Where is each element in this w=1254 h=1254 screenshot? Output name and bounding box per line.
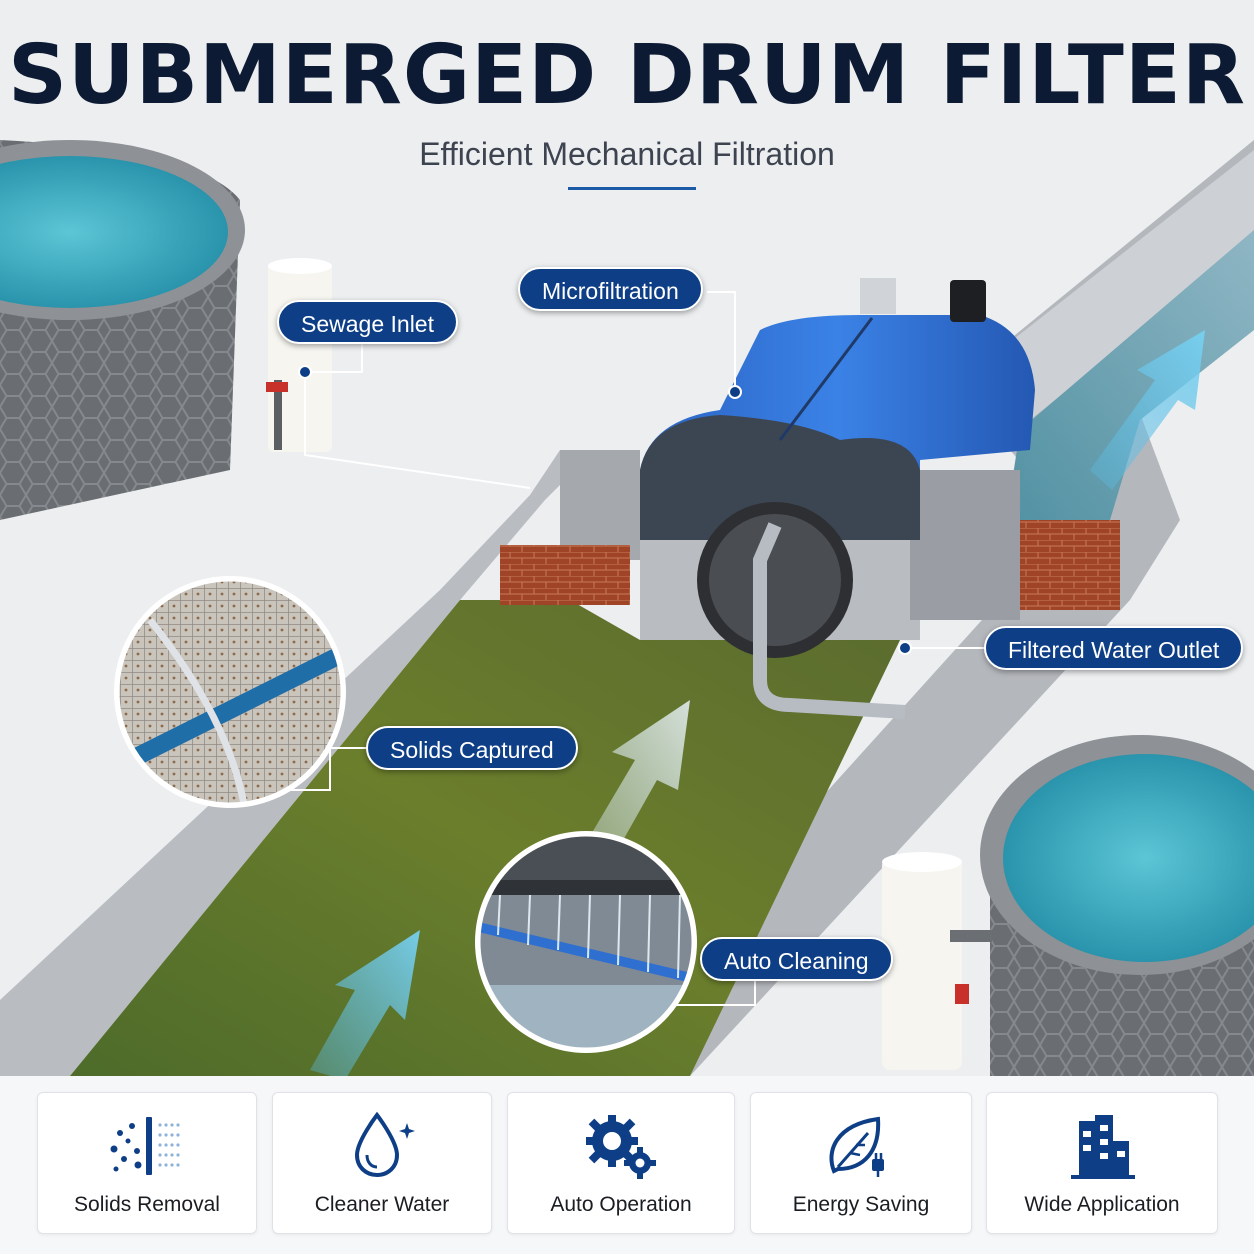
water-drop-sparkle-icon (354, 1111, 415, 1178)
sewage-inlet-pipe (266, 258, 332, 452)
callout-filtered-water-outlet: Filtered Water Outlet (984, 626, 1244, 670)
left-fish-tank (0, 140, 245, 520)
feature-card-solids-removal: Solids Removal (37, 1092, 257, 1234)
right-fish-tank (980, 735, 1254, 1076)
callout-dots (298, 365, 912, 655)
drum-filter-machine (640, 278, 1035, 719)
feature-bar: Solids Removal Cleaner Water (0, 1076, 1254, 1254)
title-underline (568, 187, 696, 190)
feature-label: Cleaner Water (314, 1193, 450, 1216)
page-title: SUBMERGED DRUM FILTER (7, 28, 1247, 123)
buildings-icon (1071, 1115, 1135, 1179)
gears-icon (586, 1115, 656, 1179)
feature-label: Energy Saving (792, 1193, 930, 1216)
leaf-plug-icon (829, 1116, 884, 1177)
filtered-water-channel (1000, 230, 1254, 560)
callout-microfiltration: Microfiltration (518, 267, 703, 311)
callout-auto-cleaning: Auto Cleaning (700, 937, 893, 981)
outlet-pipe (882, 852, 992, 1070)
brick-wall-left (500, 545, 630, 605)
outflow-arrow (1090, 330, 1205, 490)
feature-card-energy-saving: Energy Saving (750, 1092, 972, 1234)
inflow-arrow (310, 930, 420, 1080)
callout-solids-captured: Solids Captured (366, 726, 578, 770)
feature-card-auto-operation: Auto Operation (507, 1092, 735, 1234)
page-subtitle: Efficient Mechanical Filtration (419, 136, 835, 172)
feature-label: Solids Removal (74, 1193, 220, 1216)
callout-sewage-inlet: Sewage Inlet (277, 300, 458, 344)
feature-card-wide-application: Wide Application (986, 1092, 1218, 1234)
feature-card-cleaner-water: Cleaner Water (272, 1092, 492, 1234)
callout-connectors (260, 291, 988, 1006)
particles-screen-icon (110, 1117, 180, 1175)
feature-label: Auto Operation (550, 1193, 692, 1216)
solids-captured-inset (114, 576, 346, 808)
feature-label: Wide Application (1024, 1193, 1180, 1216)
